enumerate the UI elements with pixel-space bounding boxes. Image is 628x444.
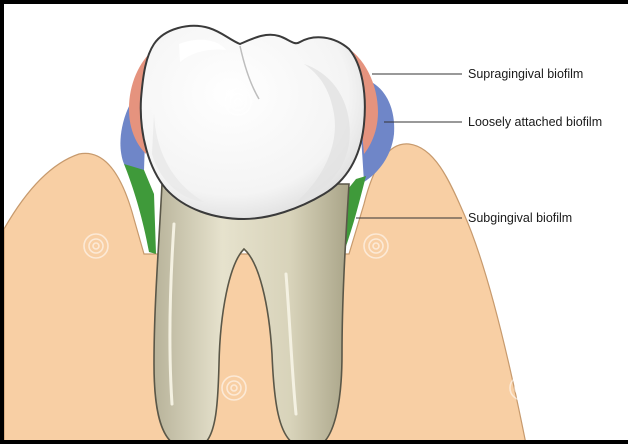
label-supragingival-biofilm: Supragingival biofilm: [468, 67, 583, 81]
label-loosely-attached-biofilm: Loosely attached biofilm: [468, 115, 602, 129]
label-subgingival-biofilm: Subgingival biofilm: [468, 211, 572, 225]
tooth-biofilm-diagram: Supragingival biofilm Loosely attached b…: [4, 4, 628, 444]
tooth-crown: [141, 26, 365, 219]
